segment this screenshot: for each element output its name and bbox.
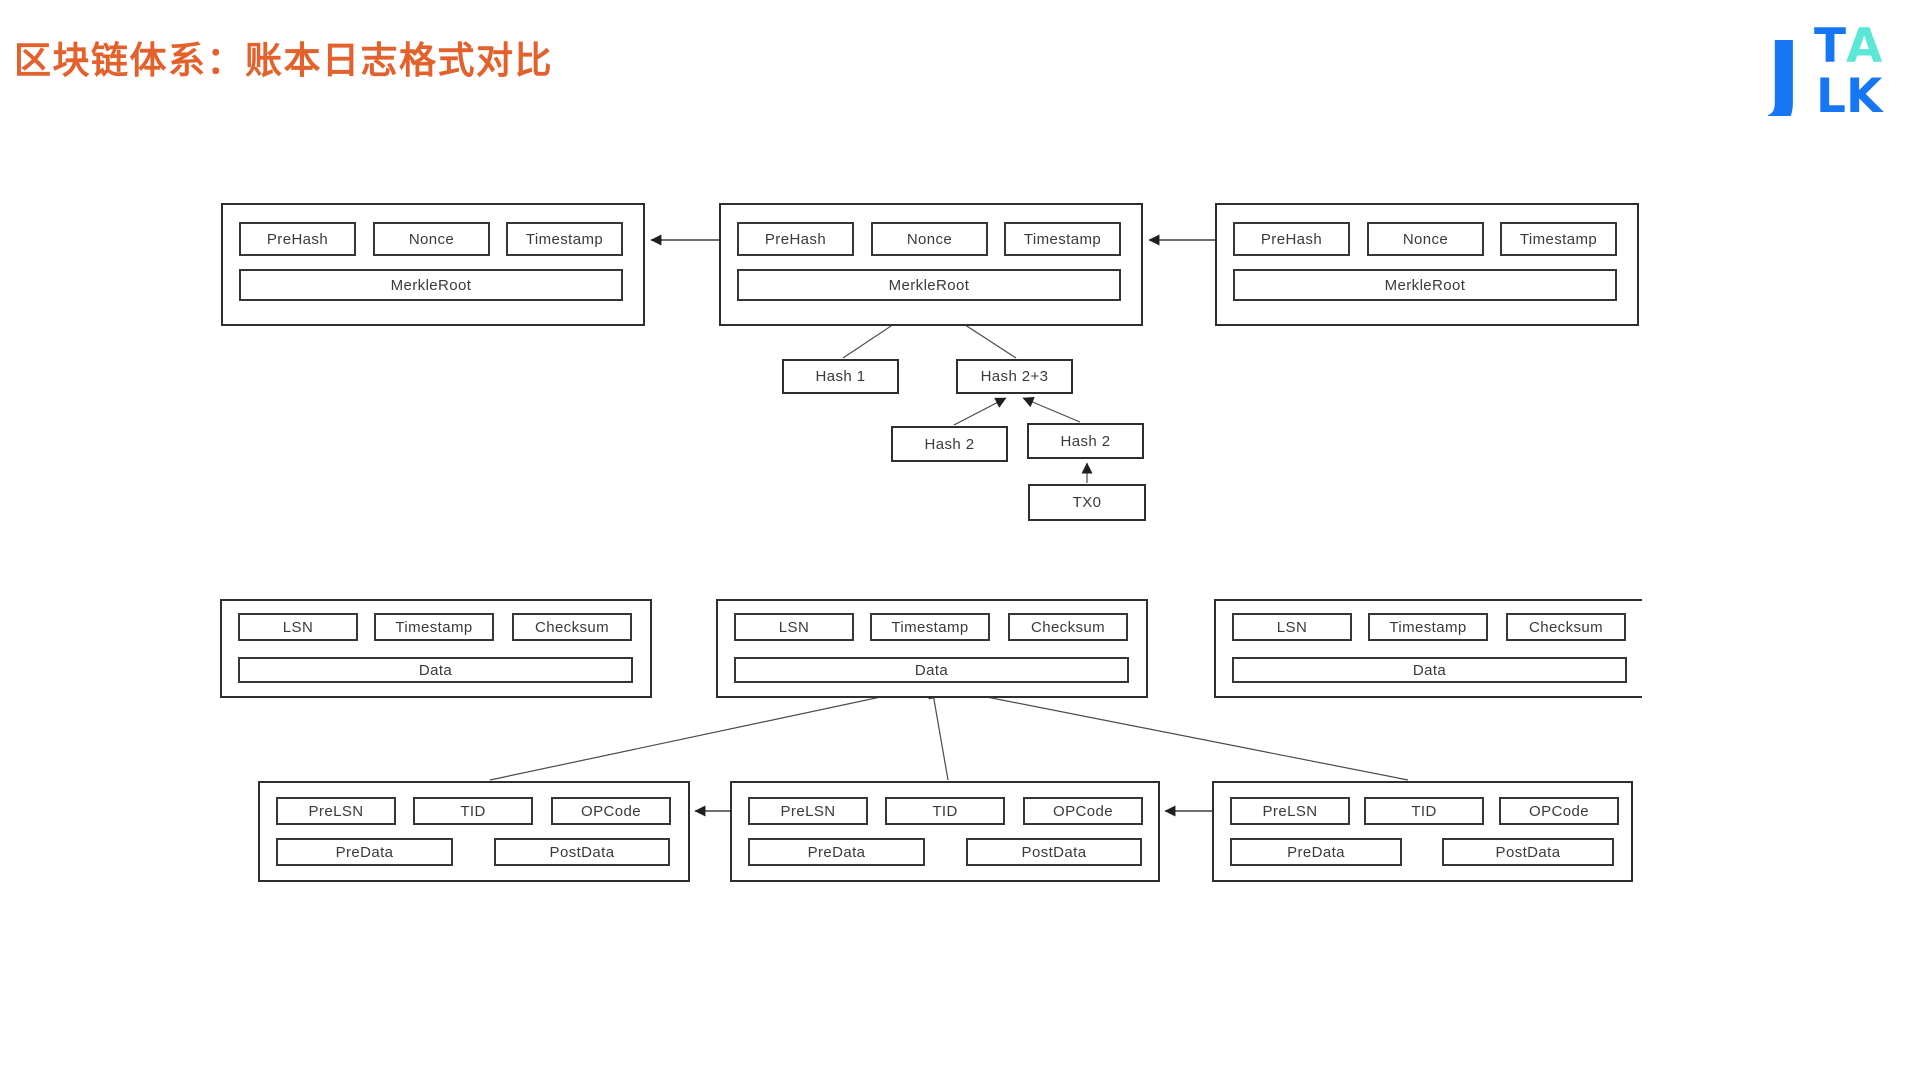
data-field: Data xyxy=(1232,657,1627,683)
merkleroot-field: MerkleRoot xyxy=(1233,269,1617,301)
logo-letter-t: T xyxy=(1814,20,1846,74)
chain-block-right: PreHash Nonce Timestamp MerkleRoot xyxy=(1215,203,1639,326)
chain-block-left: PreHash Nonce Timestamp MerkleRoot xyxy=(221,203,645,326)
prelsn-field: PreLSN xyxy=(1230,797,1350,825)
tid-field: TID xyxy=(885,797,1005,825)
nonce-field: Nonce xyxy=(871,222,988,256)
log-page-block-middle: LSN Timestamp Checksum Data xyxy=(716,599,1148,698)
opcode-field: OPCode xyxy=(551,797,671,825)
prelsn-field: PreLSN xyxy=(748,797,868,825)
timestamp-field: Timestamp xyxy=(506,222,623,256)
log-record-block-right: PreLSN TID OPCode PreData PostData xyxy=(1212,781,1633,882)
nonce-field: Nonce xyxy=(373,222,490,256)
prehash-field: PreHash xyxy=(737,222,854,256)
logo-letter-k: K xyxy=(1846,69,1884,116)
merkle-hash23-node: Hash 2+3 xyxy=(956,359,1073,394)
merkleroot-field: MerkleRoot xyxy=(737,269,1121,301)
log-page-block-right: LSN Timestamp Checksum Data xyxy=(1214,599,1642,698)
checksum-field: Checksum xyxy=(512,613,632,641)
tid-field: TID xyxy=(1364,797,1484,825)
checksum-field: Checksum xyxy=(1008,613,1128,641)
nonce-field: Nonce xyxy=(1367,222,1484,256)
postdata-field: PostData xyxy=(1442,838,1614,866)
logo-letter-j: J xyxy=(1768,21,1802,116)
prehash-field: PreHash xyxy=(239,222,356,256)
logo-letter-l: L xyxy=(1816,69,1846,116)
merkle-hash2-left-node: Hash 2 xyxy=(891,426,1008,462)
page-title: 区块链体系：账本日志格式对比 xyxy=(14,40,553,81)
timestamp-field: Timestamp xyxy=(374,613,494,641)
logo-letter-a: A xyxy=(1846,20,1883,74)
merkle-tx0-node: TX0 xyxy=(1028,484,1146,521)
jtalk-logo: J T A L K xyxy=(1768,20,1884,116)
merkle-hash2-right-node: Hash 2 xyxy=(1027,423,1144,459)
merkleroot-field: MerkleRoot xyxy=(239,269,623,301)
postdata-field: PostData xyxy=(966,838,1142,866)
lsn-field: LSN xyxy=(1232,613,1352,641)
data-field: Data xyxy=(734,657,1129,683)
log-record-block-middle: PreLSN TID OPCode PreData PostData xyxy=(730,781,1160,882)
postdata-field: PostData xyxy=(494,838,670,866)
log-record-block-left: PreLSN TID OPCode PreData PostData xyxy=(258,781,690,882)
opcode-field: OPCode xyxy=(1023,797,1143,825)
log-page-block-left: LSN Timestamp Checksum Data xyxy=(220,599,652,698)
lsn-field: LSN xyxy=(238,613,358,641)
prelsn-field: PreLSN xyxy=(276,797,396,825)
predata-field: PreData xyxy=(1230,838,1402,866)
data-field: Data xyxy=(238,657,633,683)
arrow-hash2r-to-hash23 xyxy=(1022,396,1081,423)
timestamp-field: Timestamp xyxy=(870,613,990,641)
lsn-field: LSN xyxy=(734,613,854,641)
checksum-field: Checksum xyxy=(1506,613,1626,641)
opcode-field: OPCode xyxy=(1499,797,1619,825)
arrow-leftrecord-to-data xyxy=(489,684,924,781)
arrow-hash2l-to-hash23 xyxy=(953,397,1007,426)
arrow-midrecord-to-data xyxy=(928,687,949,781)
timestamp-field: Timestamp xyxy=(1500,222,1617,256)
arrow-rightrecord-to-data xyxy=(940,684,1409,781)
predata-field: PreData xyxy=(748,838,925,866)
timestamp-field: Timestamp xyxy=(1004,222,1121,256)
timestamp-field: Timestamp xyxy=(1368,613,1488,641)
predata-field: PreData xyxy=(276,838,453,866)
prehash-field: PreHash xyxy=(1233,222,1350,256)
chain-block-middle: PreHash Nonce Timestamp MerkleRoot xyxy=(719,203,1143,326)
merkle-hash1-node: Hash 1 xyxy=(782,359,899,394)
tid-field: TID xyxy=(413,797,533,825)
